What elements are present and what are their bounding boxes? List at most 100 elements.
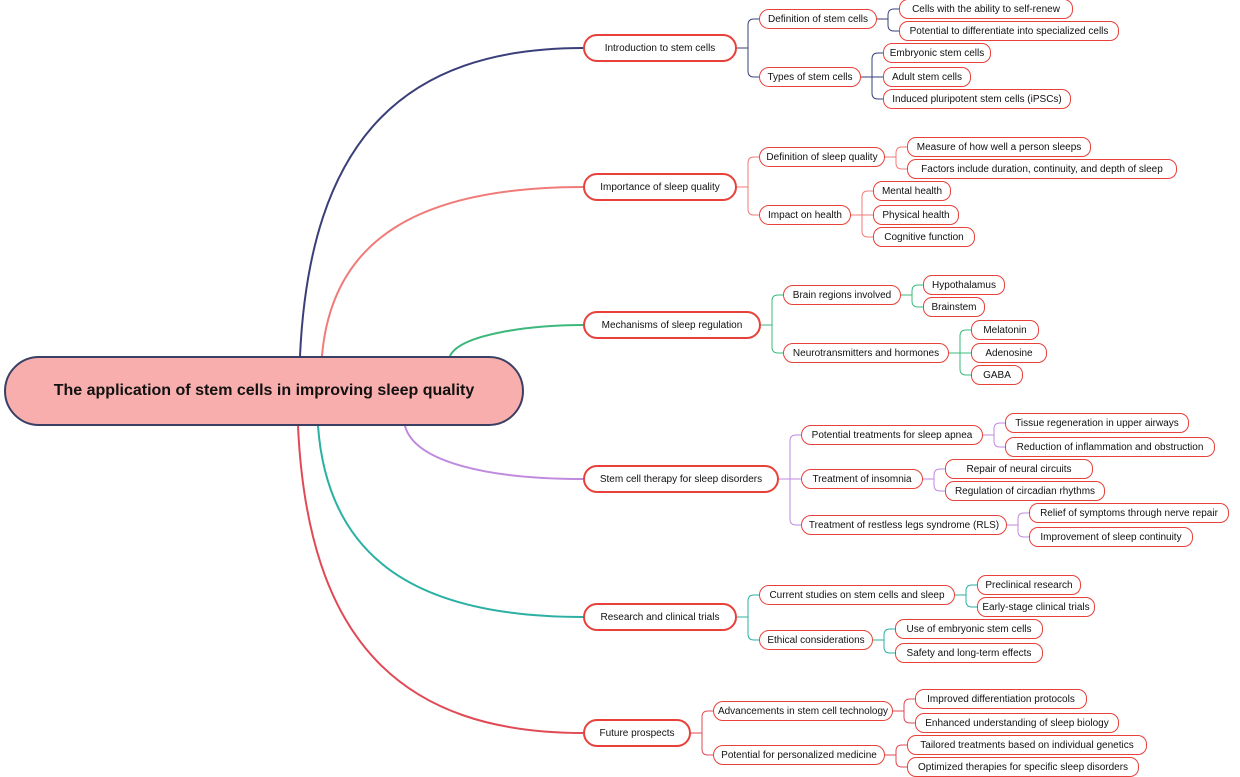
subtopic-potential-for-personalized-medicine[interactable]: Potential for personalized medicine	[713, 745, 885, 765]
subtopic-4-2-bracket-link-1	[933, 468, 946, 480]
leaf-early-stage-clinical-trials-label: Early-stage clinical trials	[982, 601, 1090, 613]
subtopic-1-1-bracket-link-2	[887, 18, 900, 32]
topic-research-and-clinical-trials[interactable]: Research and clinical trials	[583, 603, 737, 631]
branch-2-curve	[321, 186, 584, 357]
leaf-relief-of-symptoms-through-nerve-repair-label: Relief of symptoms through nerve repair	[1040, 507, 1218, 519]
branch-3-curve	[449, 324, 584, 357]
subtopic-advancements-in-stem-cell-technology-label: Advancements in stem cell technology	[717, 705, 889, 717]
topic-stem-cell-therapy-for-sleep-disorders-label: Stem cell therapy for sleep disorders	[599, 473, 763, 485]
subtopic-advancements-in-stem-cell-technology[interactable]: Advancements in stem cell technology	[713, 701, 893, 721]
topic-stem-cell-therapy-for-sleep-disorders[interactable]: Stem cell therapy for sleep disorders	[583, 465, 779, 493]
leaf-brainstem-label: Brainstem	[931, 301, 977, 313]
subtopic-5-1-bracket-link-1	[965, 584, 978, 596]
subtopic-types-of-stem-cells[interactable]: Types of stem cells	[759, 67, 861, 87]
leaf-embryonic-stem-cells[interactable]: Embryonic stem cells	[883, 43, 991, 63]
subtopic-potential-for-personalized-medicine-label: Potential for personalized medicine	[721, 749, 877, 761]
branch-2-bracket-link-2	[747, 186, 760, 216]
subtopic-impact-on-health-label: Impact on health	[768, 209, 842, 221]
branch-4-bracket-link-3	[789, 478, 802, 526]
leaf-improvement-of-sleep-continuity-label: Improvement of sleep continuity	[1040, 531, 1182, 543]
leaf-safety-and-long-term-effects-label: Safety and long-term effects	[906, 647, 1032, 659]
leaf-physical-health[interactable]: Physical health	[873, 205, 959, 225]
branch-1-bracket-link-2	[747, 47, 760, 78]
topic-importance-of-sleep-quality[interactable]: Importance of sleep quality	[583, 173, 737, 201]
root-topic[interactable]: The application of stem cells in improvi…	[4, 356, 524, 426]
subtopic-5-2-bracket-link-2	[883, 639, 896, 654]
subtopic-5-2-bracket-link-1	[883, 628, 896, 641]
subtopic-impact-on-health[interactable]: Impact on health	[759, 205, 851, 225]
subtopic-potential-treatments-for-sleep-apnea[interactable]: Potential treatments for sleep apnea	[801, 425, 983, 445]
leaf-improved-differentiation-protocols[interactable]: Improved differentiation protocols	[915, 689, 1087, 709]
subtopic-3-2-bracket-link-3	[959, 352, 972, 376]
leaf-gaba[interactable]: GABA	[971, 365, 1023, 385]
subtopic-1-2-bracket-link-3	[871, 76, 884, 100]
leaf-cells-with-the-ability-to-self-renew[interactable]: Cells with the ability to self-renew	[899, 0, 1073, 19]
leaf-potential-to-differentiate-into-specialized-cells[interactable]: Potential to differentiate into speciali…	[899, 21, 1119, 41]
leaf-safety-and-long-term-effects[interactable]: Safety and long-term effects	[895, 643, 1043, 663]
root-topic-label: The application of stem cells in improvi…	[53, 382, 475, 399]
topic-future-prospects[interactable]: Future prospects	[583, 719, 691, 747]
leaf-preclinical-research-label: Preclinical research	[985, 579, 1073, 591]
branch-6-curve	[297, 425, 584, 734]
subtopic-current-studies-on-stem-cells-and-sleep-label: Current studies on stem cells and sleep	[769, 589, 945, 601]
leaf-adult-stem-cells-label: Adult stem cells	[891, 71, 963, 83]
leaf-repair-of-neural-circuits[interactable]: Repair of neural circuits	[945, 459, 1093, 479]
leaf-mental-health-label: Mental health	[881, 185, 943, 197]
leaf-relief-of-symptoms-through-nerve-repair[interactable]: Relief of symptoms through nerve repair	[1029, 503, 1229, 523]
leaf-factors-include-duration-continuity-and-depth-of-sleep-label: Factors include duration, continuity, an…	[921, 163, 1163, 175]
branch-1-bracket-link-1	[747, 18, 760, 49]
subtopic-treatment-of-insomnia[interactable]: Treatment of insomnia	[801, 469, 923, 489]
subtopic-treatment-of-restless-legs-syndrome-rls[interactable]: Treatment of restless legs syndrome (RLS…	[801, 515, 1007, 535]
leaf-adenosine-label: Adenosine	[985, 347, 1033, 359]
leaf-physical-health-label: Physical health	[882, 209, 950, 221]
subtopic-2-2-bracket-link-3	[861, 214, 874, 238]
leaf-preclinical-research[interactable]: Preclinical research	[977, 575, 1081, 595]
leaf-brainstem[interactable]: Brainstem	[923, 297, 985, 317]
leaf-reduction-of-inflammation-and-obstruction-label: Reduction of inflammation and obstructio…	[1016, 441, 1204, 453]
subtopic-ethical-considerations[interactable]: Ethical considerations	[759, 630, 873, 650]
subtopic-6-1-bracket-link-1	[903, 698, 916, 712]
leaf-hypothalamus-label: Hypothalamus	[932, 279, 996, 291]
leaf-improvement-of-sleep-continuity[interactable]: Improvement of sleep continuity	[1029, 527, 1193, 547]
subtopic-definition-of-stem-cells[interactable]: Definition of stem cells	[759, 9, 877, 29]
leaf-reduction-of-inflammation-and-obstruction[interactable]: Reduction of inflammation and obstructio…	[1005, 437, 1215, 457]
subtopic-current-studies-on-stem-cells-and-sleep[interactable]: Current studies on stem cells and sleep	[759, 585, 955, 605]
subtopic-brain-regions-involved-label: Brain regions involved	[792, 289, 892, 301]
leaf-factors-include-duration-continuity-and-depth-of-sleep[interactable]: Factors include duration, continuity, an…	[907, 159, 1177, 179]
leaf-cognitive-function-label: Cognitive function	[884, 231, 964, 243]
topic-mechanisms-of-sleep-regulation[interactable]: Mechanisms of sleep regulation	[583, 311, 761, 339]
leaf-measure-of-how-well-a-person-sleeps-label: Measure of how well a person sleeps	[916, 141, 1082, 153]
leaf-melatonin-label: Melatonin	[983, 324, 1027, 336]
subtopic-2-2-bracket-link-1	[861, 190, 874, 216]
leaf-hypothalamus[interactable]: Hypothalamus	[923, 275, 1005, 295]
subtopic-brain-regions-involved[interactable]: Brain regions involved	[783, 285, 901, 305]
leaf-early-stage-clinical-trials[interactable]: Early-stage clinical trials	[977, 597, 1095, 617]
leaf-repair-of-neural-circuits-label: Repair of neural circuits	[966, 463, 1072, 475]
topic-introduction-to-stem-cells[interactable]: Introduction to stem cells	[583, 34, 737, 62]
leaf-mental-health[interactable]: Mental health	[873, 181, 951, 201]
leaf-regulation-of-circadian-rhythms[interactable]: Regulation of circadian rhythms	[945, 481, 1105, 501]
subtopic-treatment-of-restless-legs-syndrome-rls-label: Treatment of restless legs syndrome (RLS…	[808, 519, 1000, 531]
leaf-measure-of-how-well-a-person-sleeps[interactable]: Measure of how well a person sleeps	[907, 137, 1091, 157]
leaf-tailored-treatments-based-on-individual-genetics[interactable]: Tailored treatments based on individual …	[907, 735, 1147, 755]
subtopic-4-3-bracket-link-1	[1017, 512, 1030, 526]
branch-4-bracket-link-1	[789, 434, 802, 480]
leaf-enhanced-understanding-of-sleep-biology[interactable]: Enhanced understanding of sleep biology	[915, 713, 1119, 733]
subtopic-4-2-bracket-link-2	[933, 478, 946, 492]
leaf-improved-differentiation-protocols-label: Improved differentiation protocols	[927, 693, 1075, 705]
leaf-embryonic-stem-cells-label: Embryonic stem cells	[889, 47, 985, 59]
subtopic-neurotransmitters-and-hormones[interactable]: Neurotransmitters and hormones	[783, 343, 949, 363]
leaf-cognitive-function[interactable]: Cognitive function	[873, 227, 975, 247]
leaf-induced-pluripotent-stem-cells-ipscs[interactable]: Induced pluripotent stem cells (iPSCs)	[883, 89, 1071, 109]
leaf-melatonin[interactable]: Melatonin	[971, 320, 1039, 340]
subtopic-definition-of-sleep-quality[interactable]: Definition of sleep quality	[759, 147, 885, 167]
leaf-adult-stem-cells[interactable]: Adult stem cells	[883, 67, 971, 87]
branch-3-bracket-link-2	[771, 324, 784, 354]
leaf-tissue-regeneration-in-upper-airways[interactable]: Tissue regeneration in upper airways	[1005, 413, 1189, 433]
topic-future-prospects-label: Future prospects	[599, 727, 675, 739]
leaf-use-of-embryonic-stem-cells[interactable]: Use of embryonic stem cells	[895, 619, 1043, 639]
subtopic-4-3-bracket-link-2	[1017, 524, 1030, 538]
leaf-optimized-therapies-for-specific-sleep-disorders[interactable]: Optimized therapies for specific sleep d…	[907, 757, 1139, 777]
leaf-adenosine[interactable]: Adenosine	[971, 343, 1047, 363]
